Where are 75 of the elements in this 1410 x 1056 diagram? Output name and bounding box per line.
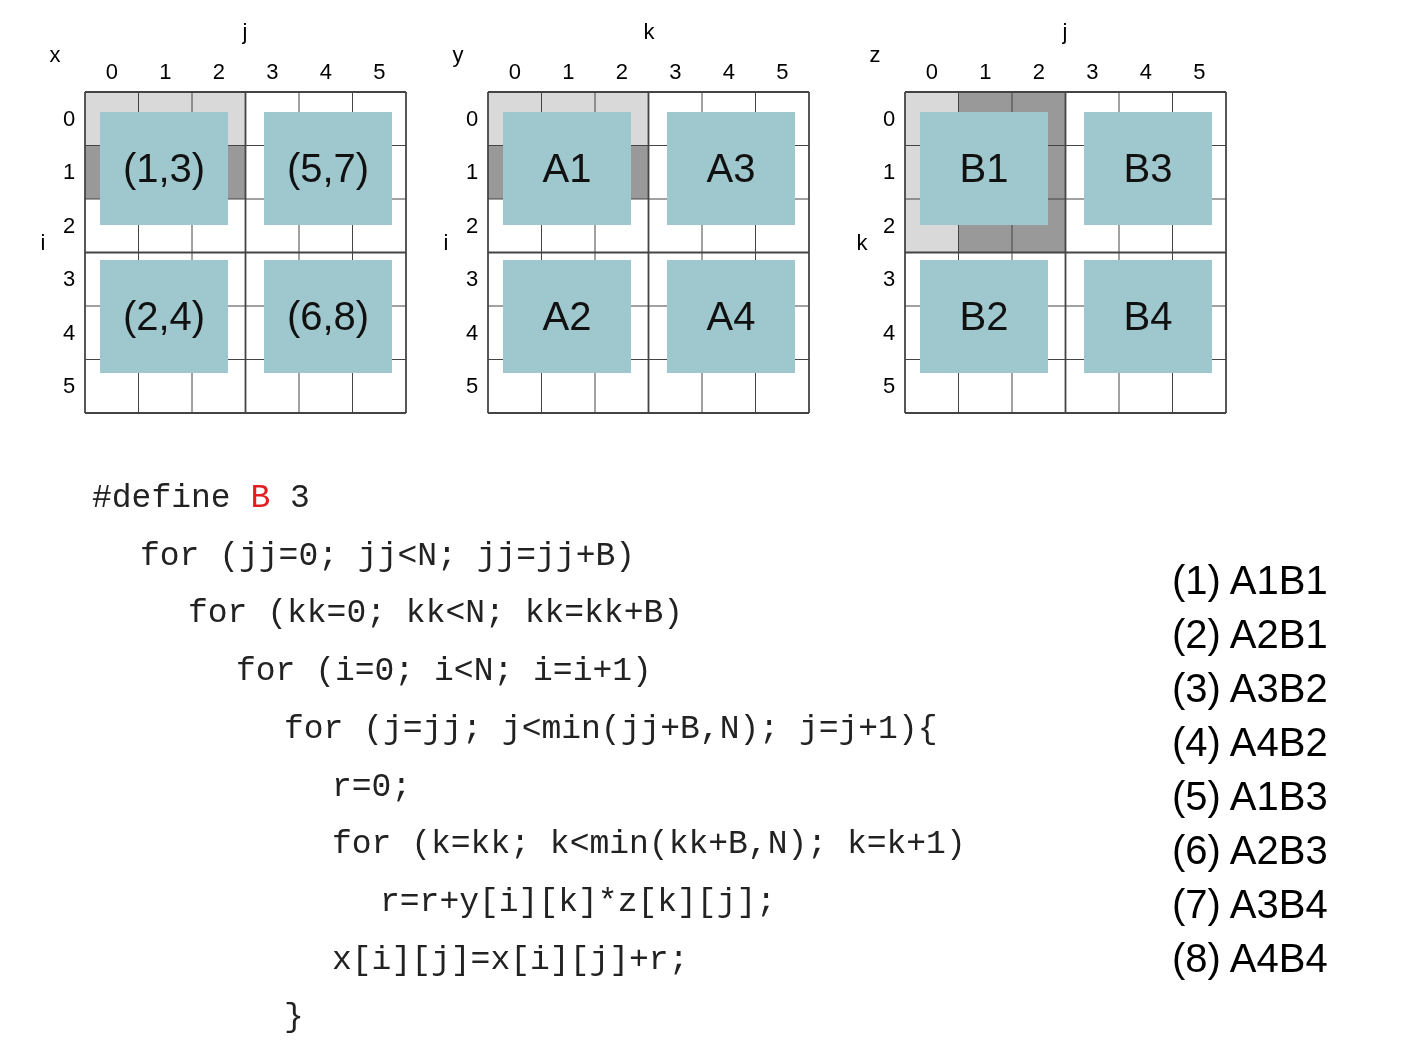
block-tile: B1 — [920, 112, 1048, 225]
tick-label: 2 — [212, 61, 225, 83]
tick-label: 2 — [615, 61, 628, 83]
code-line: for (kk=0; kk<N; kk=kk+B) — [188, 597, 684, 631]
matrix-name: y — [452, 44, 464, 66]
tick-label: 5 — [62, 375, 76, 398]
tick-label: 5 — [776, 61, 789, 83]
list-item: (8) A4B4 — [1172, 938, 1328, 978]
tick-label: 4 — [722, 61, 735, 83]
tick-label: 5 — [465, 375, 479, 398]
tick-label: 1 — [62, 161, 76, 184]
tick-label: 3 — [62, 268, 76, 291]
block-tile: B2 — [920, 260, 1048, 373]
list-item: (5) A1B3 — [1172, 776, 1328, 816]
list-item: (7) A3B4 — [1172, 884, 1328, 924]
tick-label: 0 — [62, 107, 76, 130]
tick-label: 3 — [669, 61, 682, 83]
axis-label: i — [443, 232, 449, 254]
axis-label: k — [643, 21, 655, 43]
tick-label: 3 — [266, 61, 279, 83]
code-line: for (k=kk; k<min(kk+B,N); k=k+1) — [332, 828, 966, 862]
tick-label: 1 — [465, 161, 479, 184]
tick-label: 1 — [159, 61, 172, 83]
axis-label: k — [856, 232, 868, 254]
tick-label: 4 — [882, 321, 896, 344]
block-tile: B4 — [1084, 260, 1212, 373]
block-tile: (5,7) — [264, 112, 392, 225]
tick-label: 1 — [979, 61, 992, 83]
matrix-name: z — [869, 44, 881, 66]
block-tile: (1,3) — [100, 112, 228, 225]
list-item: (4) A4B2 — [1172, 722, 1328, 762]
block-tile: (6,8) — [264, 260, 392, 373]
code-line: for (j=jj; j<min(jj+B,N); j=j+1){ — [284, 712, 938, 746]
block-tile: B3 — [1084, 112, 1212, 225]
tick-label: 5 — [882, 375, 896, 398]
block-tile: (2,4) — [100, 260, 228, 373]
code-line: x[i][j]=x[i][j]+r; — [332, 943, 689, 977]
list-item: (3) A3B2 — [1172, 668, 1328, 708]
code-line: for (i=0; i<N; i=i+1) — [236, 655, 652, 689]
list-item: (6) A2B3 — [1172, 830, 1328, 870]
tick-label: 0 — [882, 107, 896, 130]
code-line: #define B 3 — [92, 482, 310, 515]
axis-label: j — [1062, 21, 1068, 43]
tick-label: 1 — [882, 161, 896, 184]
tick-label: 0 — [465, 107, 479, 130]
tick-label: 2 — [882, 214, 896, 237]
tick-label: 1 — [562, 61, 575, 83]
tick-label: 3 — [465, 268, 479, 291]
tick-label: 2 — [62, 214, 76, 237]
matrix-name: x — [49, 44, 61, 66]
tick-label: 0 — [925, 61, 938, 83]
list-item: (1) A1B1 — [1172, 560, 1328, 600]
list-item: (2) A2B1 — [1172, 614, 1328, 654]
axis-label: i — [40, 232, 46, 254]
code-line: for (jj=0; jj<N; jj=jj+B) — [140, 539, 636, 573]
tick-label: 5 — [1193, 61, 1206, 83]
tick-label: 2 — [465, 214, 479, 237]
tick-label: 5 — [373, 61, 386, 83]
code-line: r=r+y[i][k]*z[k][j]; — [380, 885, 777, 919]
tick-label: 3 — [882, 268, 896, 291]
block-tile: A1 — [503, 112, 631, 225]
code-line: } — [284, 1001, 304, 1035]
tick-label: 4 — [319, 61, 332, 83]
tick-label: 0 — [508, 61, 521, 83]
tick-label: 3 — [1086, 61, 1099, 83]
tick-label: 0 — [105, 61, 118, 83]
block-tile: A2 — [503, 260, 631, 373]
tick-label: 4 — [465, 321, 479, 344]
tick-label: 4 — [1139, 61, 1152, 83]
tick-label: 2 — [1032, 61, 1045, 83]
block-tile: A3 — [667, 112, 795, 225]
axis-label: j — [242, 21, 248, 43]
tick-label: 4 — [62, 321, 76, 344]
code-line: r=0; — [332, 770, 412, 804]
block-tile: A4 — [667, 260, 795, 373]
